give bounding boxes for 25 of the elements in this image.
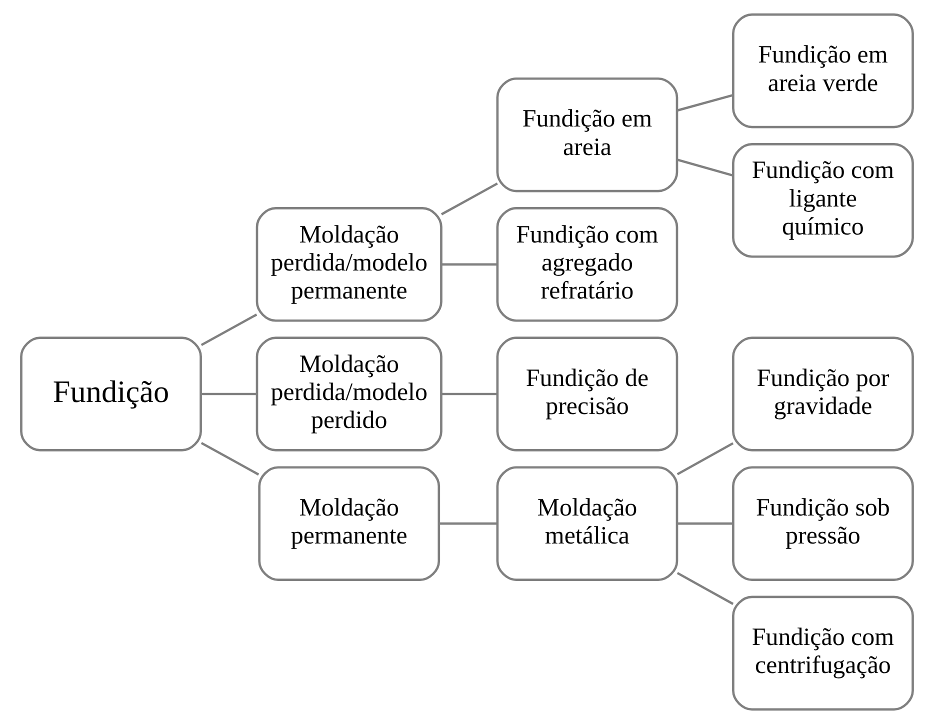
connector [442,392,498,396]
node-box: Fundição com agregado refratário [496,207,678,322]
node-box: Moldação permanente [258,466,440,581]
connector [676,442,734,476]
connector [201,392,257,396]
connector [442,263,498,266]
connector [200,314,258,346]
connector [676,572,734,605]
node-box: Fundição em areia [496,77,678,192]
node-box: Fundição de precisão [496,336,678,452]
connector [200,442,260,476]
connector [677,94,734,112]
connector [440,182,498,216]
node-box: Moldação metálica [496,466,678,581]
node-box: Fundição com ligante químico [732,143,914,258]
node-box: Moldação perdida/modelo permanente [256,207,442,322]
node-box: Fundição por gravidade [732,336,914,452]
node-box: Fundição com centrifugação [732,596,914,711]
node-box: Fundição sob pressão [732,466,914,581]
connector [440,522,497,525]
connector [677,158,734,177]
connector [677,522,734,525]
node-box: Moldação perdida/modelo perdido [256,336,442,452]
node-box: Fundição em areia verde [732,13,914,128]
node-box: Fundição [20,336,202,452]
